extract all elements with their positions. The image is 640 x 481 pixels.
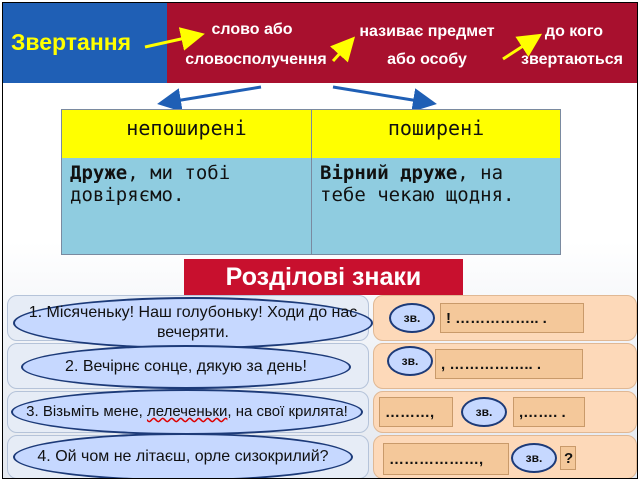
table-header-extended: поширені bbox=[312, 110, 560, 158]
arrow-icon bbox=[332, 85, 437, 112]
example-bold: Друже bbox=[70, 162, 128, 184]
header-phrase-3a: до кого bbox=[544, 23, 604, 40]
sentence-oval-1[interactable]: 1. Місяченьку! Наш голубоньку! Ходи до н… bbox=[13, 297, 373, 349]
arrow-icon bbox=[330, 36, 356, 63]
arrow-icon bbox=[502, 33, 543, 61]
pattern-box-2: , …………….. . bbox=[435, 349, 583, 379]
table-cell-unextended-example: Друже, ми тобі довіряємо. bbox=[62, 158, 312, 254]
header-phrase-1b: словосполучення bbox=[185, 51, 327, 68]
header-phrase-2b: або особу bbox=[387, 51, 467, 68]
pattern-box-3-right: ,……. . bbox=[513, 397, 585, 427]
table-header-unextended: непоширені bbox=[62, 110, 312, 158]
arrow-icon bbox=[157, 85, 262, 112]
address-badge-2[interactable]: зв. bbox=[387, 346, 433, 376]
pattern-box-4-end: ? bbox=[560, 446, 576, 470]
sentence-oval-3[interactable]: 3. Візьміть мене, лелеченьки, на свої кр… bbox=[11, 389, 363, 435]
pattern-box-3-left: ………, bbox=[379, 397, 453, 427]
punctuation-banner: Розділові знаки bbox=[184, 259, 463, 295]
example-rest: , на тебе чекаю щодня. bbox=[320, 162, 515, 206]
sentence-oval-4[interactable]: 4. Ой чом не літаєш, орле сизокрилий? bbox=[13, 433, 353, 478]
pattern-box-4: ………………, bbox=[383, 443, 509, 475]
types-table: непоширені поширені Друже, ми тобі довір… bbox=[61, 109, 561, 255]
arrows-layer bbox=[144, 27, 543, 112]
sentence-word: лелеченьки bbox=[146, 403, 228, 420]
example-bold: Вірний друже bbox=[320, 162, 458, 184]
sentence-text: 3. Візьміть мене, лелеченьки, на свої кр… bbox=[26, 402, 348, 422]
table-cell-extended-example: Вірний друже, на тебе чекаю щодня. bbox=[312, 158, 560, 254]
pattern-box-1: ! …………….. . bbox=[440, 303, 584, 333]
example-rest: , ми тобі довіряємо. bbox=[70, 162, 231, 206]
sentence-part: 3. Візьміть мене, bbox=[26, 403, 147, 420]
arrow-icon bbox=[144, 27, 205, 51]
address-badge-1[interactable]: зв. bbox=[389, 303, 435, 333]
header-red-block bbox=[167, 3, 637, 83]
sentence-part: , на свої крилята! bbox=[227, 403, 348, 420]
address-badge-4[interactable]: зв. bbox=[511, 443, 557, 473]
header-phrase-1a: слово або bbox=[211, 21, 293, 38]
header-phrase-3b: звертаються bbox=[521, 51, 623, 68]
header-phrase-2a: називає предмет bbox=[359, 23, 495, 40]
header-title: Звертання bbox=[11, 29, 132, 55]
header-blue-block bbox=[3, 3, 167, 83]
address-badge-3[interactable]: зв. bbox=[461, 397, 507, 427]
sentence-oval-2[interactable]: 2. Вечірнє сонце, дякую за день! bbox=[21, 345, 351, 389]
